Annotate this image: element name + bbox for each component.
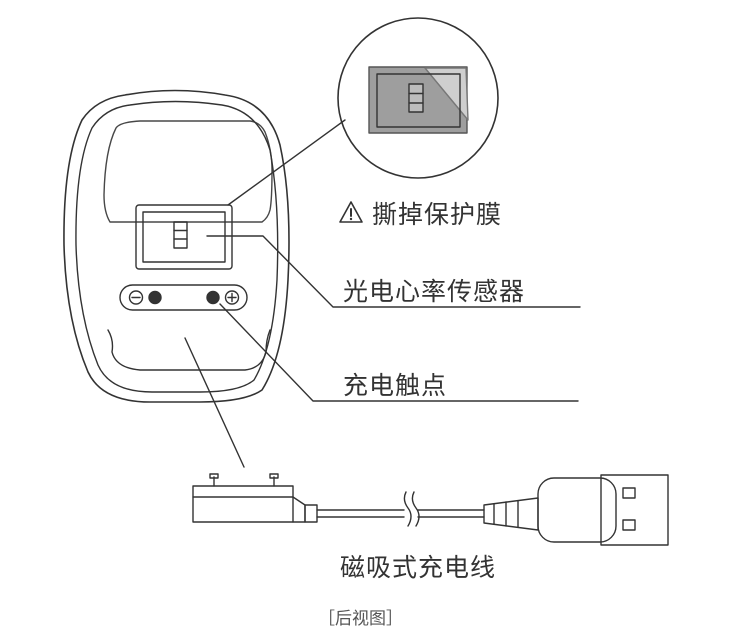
callout-line-zoom xyxy=(227,119,346,206)
label-magnetic-cable: 磁吸式充电线 xyxy=(340,553,497,582)
magnetic-charging-cable xyxy=(192,473,669,546)
minus-terminal-icon xyxy=(128,290,144,305)
leader-line-contacts xyxy=(219,303,579,402)
leader-line-sensor xyxy=(206,235,581,308)
plus-terminal-icon xyxy=(224,290,240,305)
zoom-callout xyxy=(337,17,499,179)
watch-body xyxy=(63,89,290,403)
contact-right-dot xyxy=(206,290,220,305)
label-heart-rate-sensor: 光电心率传感器 xyxy=(343,277,526,306)
connector-guide-line xyxy=(184,337,245,468)
label-charging-contacts: 充电触点 xyxy=(343,371,448,400)
label-peel-film: 撕掉保护膜 xyxy=(372,200,503,229)
caption-rear-view: ［后视图］ xyxy=(318,609,403,629)
contact-left-dot xyxy=(148,290,162,305)
heart-rate-sensor xyxy=(135,204,233,270)
charging-contacts xyxy=(119,284,248,311)
warning-triangle-icon xyxy=(339,201,363,223)
